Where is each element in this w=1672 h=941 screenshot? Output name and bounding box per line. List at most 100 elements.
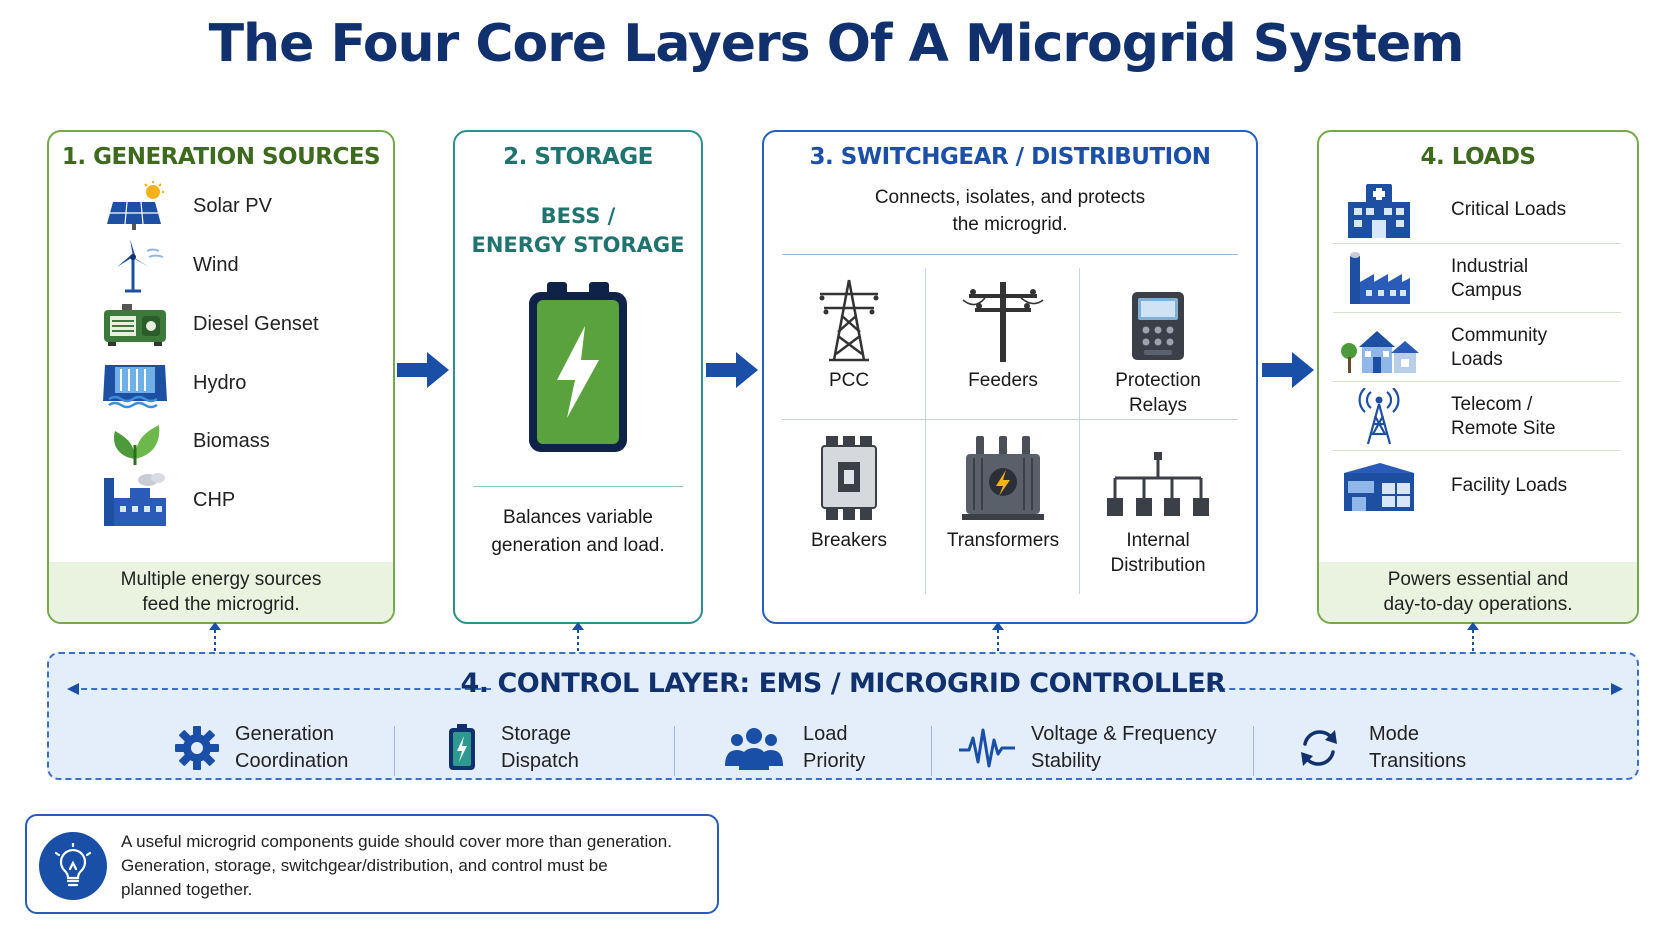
lightbulb-icon — [39, 832, 107, 900]
list-item: Facility Loads — [1333, 452, 1621, 520]
generation-panel: 1. GENERATION SOURCES Solar PV — [47, 130, 395, 624]
circuit-breaker-icon — [774, 432, 924, 522]
load-label: Community Loads — [1451, 324, 1547, 372]
switchgear-panel: 3. SWITCHGEAR / DISTRIBUTION Connects, i… — [762, 130, 1258, 624]
arrow-right-icon — [397, 352, 449, 388]
storage-description: Balances variable generation and load. — [455, 504, 701, 560]
generation-label: Wind — [193, 253, 239, 276]
facility-building-icon — [1333, 459, 1425, 513]
control-label: Storage — [501, 723, 572, 745]
control-layer-panel: 4. CONTROL LAYER: EMS / MICROGRID CONTRO… — [47, 652, 1639, 780]
control-label: Generation — [235, 723, 334, 745]
tip-line: Generation, storage, switchgear/distribu… — [121, 856, 608, 875]
list-item: Telecom / Remote Site — [1333, 383, 1621, 451]
divider — [782, 254, 1238, 255]
switchgear-label: Distribution — [1110, 555, 1206, 576]
diesel-generator-icon — [99, 296, 171, 352]
arrow-left-icon — [67, 683, 79, 695]
waveform-icon — [959, 728, 1015, 768]
generation-footer: Multiple energy sources feed the microgri… — [49, 562, 393, 622]
arrow-up-icon — [209, 622, 221, 652]
transmission-tower-icon — [774, 272, 924, 362]
tip-box: A useful microgrid components guide shou… — [25, 814, 719, 914]
footer-text: Powers essential and — [1387, 569, 1569, 590]
footer-text: day-to-day operations. — [1383, 594, 1573, 615]
control-label: Voltage & Frequency — [1031, 723, 1217, 745]
list-item: Wind — [99, 235, 389, 295]
load-text: Industrial — [1451, 255, 1529, 277]
switchgear-label: Internal — [1126, 530, 1190, 551]
battery-icon — [529, 282, 627, 452]
load-text: Remote Site — [1451, 417, 1556, 439]
generation-label: Diesel Genset — [193, 312, 319, 335]
loads-panel: 4. LOADS Critical Loads Industria — [1317, 130, 1639, 624]
loads-footer: Powers essential and day-to-day operation… — [1319, 562, 1637, 622]
arrow-right-icon — [1611, 683, 1623, 695]
divider — [394, 726, 395, 776]
page-title: The Four Core Layers Of A Microgrid Syst… — [208, 14, 1465, 74]
control-label: Mode — [1369, 723, 1420, 745]
storage-panel: 2. STORAGE BESS / ENERGY STORAGE Balance… — [453, 130, 703, 624]
switchgear-item-transformers: Transformers — [928, 432, 1078, 553]
relay-icon — [1083, 272, 1233, 362]
list-item: Biomass — [99, 411, 389, 471]
storage-title: 2. STORAGE — [503, 144, 653, 170]
arrow-right-icon — [1262, 352, 1314, 388]
divider — [782, 419, 1238, 420]
description-text: the microgrid. — [952, 214, 1068, 235]
load-text: Loads — [1451, 348, 1503, 370]
switchgear-item-breakers: Breakers — [774, 432, 924, 553]
load-text: Campus — [1451, 279, 1522, 301]
chp-plant-icon — [99, 472, 171, 528]
loads-title: 4. LOADS — [1420, 144, 1536, 170]
tip-line: planned together. — [121, 880, 253, 899]
footer-text: feed the microgrid. — [142, 594, 300, 615]
tip-text: A useful microgrid components guide shou… — [121, 830, 711, 902]
transformer-icon — [928, 432, 1078, 522]
load-text: Facility Loads — [1451, 475, 1568, 496]
control-title: 4. CONTROL LAYER: EMS / MICROGRID CONTRO… — [460, 668, 1226, 699]
battery-icon — [449, 724, 475, 770]
people-icon — [725, 728, 783, 770]
dashed-line — [1199, 688, 1619, 690]
list-item: Critical Loads — [1333, 176, 1621, 244]
distribution-tree-icon — [1083, 432, 1233, 522]
radio-tower-icon — [1333, 387, 1425, 446]
list-item: Diesel Genset — [99, 294, 389, 354]
generation-label: Biomass — [193, 429, 270, 452]
control-label: Transitions — [1369, 750, 1467, 772]
description-text: Balances variable — [503, 507, 653, 528]
solar-panel-icon — [99, 178, 171, 234]
description-text: Connects, isolates, and protects — [874, 187, 1146, 208]
generation-title: 1. GENERATION SOURCES — [61, 144, 381, 170]
divider — [473, 486, 683, 487]
switchgear-label: Transformers — [946, 530, 1060, 551]
switchgear-item-relays: Protection Relays — [1083, 272, 1233, 418]
dashed-line — [71, 688, 491, 690]
divider — [674, 726, 675, 776]
arrow-up-icon — [572, 622, 584, 652]
switchgear-label: Feeders — [968, 370, 1038, 391]
switchgear-item-distribution: Internal Distribution — [1083, 432, 1233, 578]
tip-line: A useful microgrid components guide shou… — [121, 832, 672, 851]
switchgear-title: 3. SWITCHGEAR / DISTRIBUTION — [809, 144, 1212, 170]
gear-icon — [175, 726, 219, 770]
footer-text: Multiple energy sources — [120, 569, 322, 590]
divider — [931, 726, 932, 776]
control-label: Coordination — [235, 750, 349, 772]
control-label: Priority — [803, 750, 866, 772]
wind-turbine-icon — [99, 237, 171, 293]
arrow-up-icon — [992, 622, 1004, 652]
switchgear-label: Protection — [1115, 370, 1201, 391]
control-label: Load — [803, 723, 848, 745]
divider — [1079, 268, 1080, 594]
load-label: Telecom / Remote Site — [1451, 393, 1556, 441]
switchgear-description: Connects, isolates, and protects the mic… — [764, 184, 1256, 238]
utility-pole-icon — [928, 272, 1078, 362]
control-label: Dispatch — [501, 750, 579, 772]
